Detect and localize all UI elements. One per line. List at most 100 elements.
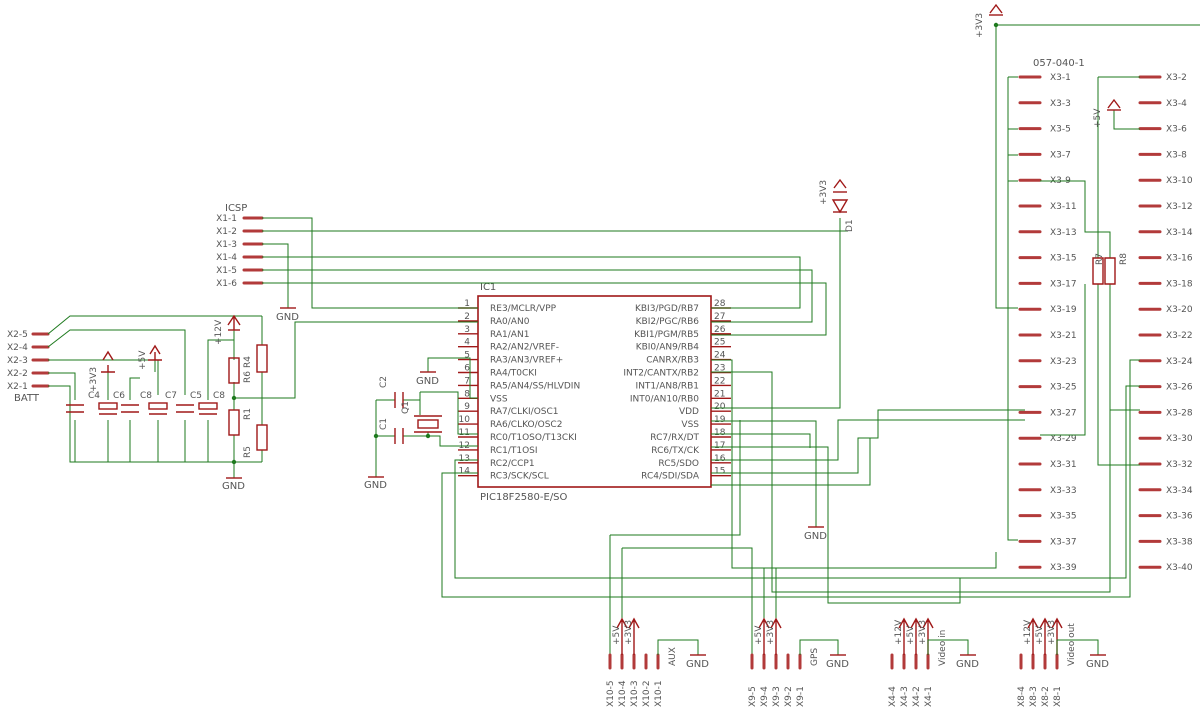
ground-label: GND: [1086, 659, 1109, 670]
resistor-r6: [228, 357, 240, 384]
icsp-pin-label: X1-5: [216, 266, 237, 276]
capacitor-c6: [98, 402, 118, 415]
batt-pins: X2-5X2-4X2-3X2-2X2-1: [7, 330, 50, 392]
icsp-pin-label: X1-1: [216, 214, 237, 224]
ic1-pin-2-label: RA0/AN0: [490, 317, 530, 327]
label-q1: Q1: [401, 401, 411, 414]
x3-even-pin-label: X3-4: [1166, 99, 1187, 109]
x3-even-pin-label: X3-38: [1166, 537, 1193, 547]
left-power-section: C4 C6 C8 C7 C5 C8 +3V3 +5V +12V R6 R4 R1…: [47, 314, 478, 492]
x3-even-pin-label: X3-12: [1166, 202, 1193, 212]
supply-symbol: [1027, 617, 1039, 655]
capacitor-c5: [176, 404, 194, 413]
x3-odd-pin-label: X3-11: [1050, 202, 1077, 212]
crystal-q1: [414, 415, 442, 433]
bottom-pin-label: X10-4: [618, 680, 628, 707]
ic1-pin-17-number: 17: [714, 441, 725, 451]
capacitor-c7: [148, 402, 168, 415]
x3-even-pin-label: X3-32: [1166, 460, 1193, 470]
icsp-pin-label: X1-4: [216, 253, 237, 263]
label-r4: R4: [243, 356, 253, 368]
bottom-pin-label: X4-3: [900, 686, 910, 707]
connector-title: GPS: [810, 648, 820, 666]
capacitor-c2: [394, 392, 404, 408]
icsp-title: ICSP: [225, 203, 247, 214]
ic1-pin-25-label: KBI0/AN9/RB4: [636, 343, 700, 353]
batt-pin-label: X2-1: [7, 382, 28, 392]
bottom-pin-label: X9-4: [760, 686, 770, 707]
icsp-pin-label: X1-6: [216, 279, 237, 289]
x3-even-pin-label: X3-16: [1166, 254, 1193, 264]
x3-even-pin-label: X3-6: [1166, 125, 1187, 135]
bottom-pin-label: X9-5: [748, 686, 758, 707]
x3-odd-pin-label: X3-35: [1050, 512, 1077, 522]
ic1-pin-20-number: 20: [714, 402, 726, 412]
ic1-pin-19-number: 19: [714, 415, 726, 425]
supply-label: +12V: [894, 619, 904, 645]
junction-left-mid: [231, 395, 237, 401]
ic1-pin-11-number: 11: [459, 428, 470, 438]
junction-crystal-1: [373, 433, 379, 439]
supply-symbol: [758, 617, 770, 655]
supply-3v3-left: [101, 350, 115, 373]
ic1-pin-17-label: RC6/TX/CK: [651, 446, 700, 456]
ic1-pin-8-label: VSS: [490, 394, 508, 404]
ic1-pin-3-label: RA1/AN1: [490, 330, 529, 340]
label-r7: R7: [1095, 253, 1105, 265]
x3-odd-pin-label: X3-33: [1050, 486, 1077, 496]
capacitor-c8b: [198, 402, 218, 415]
supply-label: +5V: [754, 625, 764, 645]
bottom-pin-label: X10-2: [642, 680, 652, 707]
bottom-pin-label: X10-3: [630, 680, 640, 707]
bottom-pin-label: X10-1: [654, 680, 664, 707]
ic-right-wiring: GND: [711, 298, 1111, 604]
resistor-r5: [256, 424, 268, 451]
supply-3v3-d1: [833, 178, 847, 193]
junction-top: [993, 22, 999, 28]
x3-odd-pin-label: X3-17: [1050, 279, 1077, 289]
resistor-r1: [228, 409, 240, 436]
label-12v-left: +12V: [214, 319, 224, 345]
ic1-pin-3-number: 3: [464, 325, 470, 335]
crystal-section: C2 C1 Q1 GND GND: [364, 357, 478, 491]
label-c6: C6: [113, 391, 125, 401]
bottom-pin-label: X10-5: [606, 680, 616, 707]
label-gnd-crystal: GND: [364, 480, 387, 491]
icsp-wiring: GND: [262, 217, 848, 336]
supply-label: +3V3: [918, 620, 928, 645]
connector-title: Video in: [938, 630, 948, 666]
ic1-pin-28-number: 28: [714, 299, 726, 309]
supply-5v-left: [148, 344, 162, 361]
label-r6: R6: [243, 371, 253, 383]
resistor-r8: [1104, 257, 1116, 285]
capacitor-c8a: [121, 404, 139, 413]
x3-even-pin-label: X3-22: [1166, 331, 1193, 341]
icsp-pin-label: X1-3: [216, 240, 237, 250]
supply-label: +5V: [1035, 625, 1045, 645]
supply-symbol: [628, 617, 640, 655]
label-gnd-left: GND: [222, 481, 245, 492]
ic1-pin-12-label: RC1/T1OSI: [490, 446, 538, 456]
label-c8b: C8: [213, 391, 225, 401]
x3-odd-pin-label: X3-7: [1050, 150, 1071, 160]
ic1-pin-8-number: 8: [464, 389, 470, 399]
connector-title: Video out: [1067, 623, 1077, 666]
x3-even-pin-label: X3-14: [1166, 228, 1193, 238]
x3-odd-pin-label: X3-25: [1050, 383, 1077, 393]
icsp-connector: ICSP X1-1X1-2X1-3X1-4X1-5X1-6: [216, 203, 264, 289]
label-r8: R8: [1119, 253, 1129, 265]
x3-odd-pin-label: X3-19: [1050, 305, 1077, 315]
label-3v3-top: +3V3: [975, 13, 985, 38]
ic1-pin-22-label: INT1/AN8/RB1: [636, 381, 699, 391]
x3-even-pin-label: X3-28: [1166, 408, 1193, 418]
supply-label: +12V: [1023, 619, 1033, 645]
junction-left: [231, 459, 237, 465]
label-c1: C1: [379, 418, 389, 430]
supply-symbol: [616, 617, 628, 655]
ic1-pin-6-label: RA4/T0CKI: [490, 369, 537, 379]
x3-connector: 057-040-1 X3-1X3-3X3-5X3-7X3-9X3-11X3-13…: [1018, 58, 1193, 573]
